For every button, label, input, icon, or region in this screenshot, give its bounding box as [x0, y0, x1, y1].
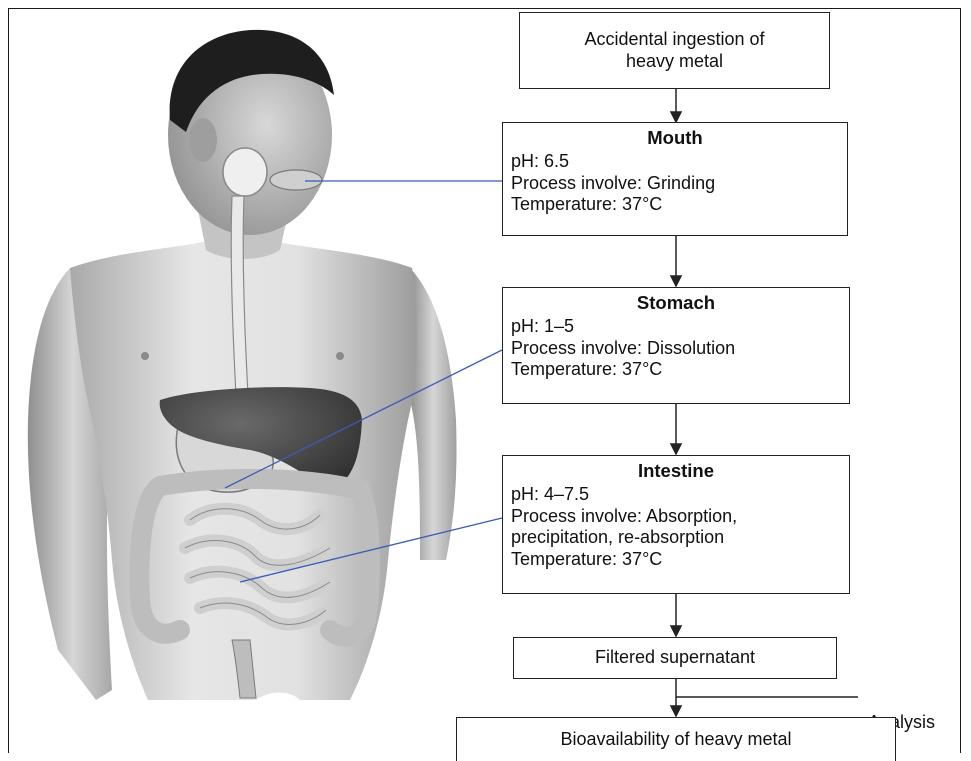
stomach-title: Stomach [511, 292, 841, 315]
nipple-right [336, 352, 344, 360]
arrow-head-3 [671, 444, 681, 454]
salivary-gland [223, 148, 267, 196]
bioavailability-label: Bioavailability of heavy metal [560, 729, 791, 751]
mouth-temperature: Temperature: 37°C [511, 194, 839, 216]
bioavailability-box: Bioavailability of heavy metal [456, 717, 896, 761]
mouth-box: Mouth pH: 6.5 Process involve: Grinding … [502, 122, 848, 236]
filtered-supernatant-box: Filtered supernatant [513, 637, 837, 679]
arrow-head-1 [671, 112, 681, 122]
nipple-left [141, 352, 149, 360]
intestine-ph: pH: 4–7.5 [511, 484, 841, 506]
intestine-process-line-2: precipitation, re-absorption [511, 527, 841, 549]
stomach-process: Process involve: Dissolution [511, 338, 841, 360]
arrow-head-5 [671, 706, 681, 716]
stomach-temperature: Temperature: 37°C [511, 359, 841, 381]
ear [189, 118, 217, 162]
human-torso-illustration [28, 30, 457, 700]
intestine-temperature: Temperature: 37°C [511, 549, 841, 571]
arrow-head-2 [671, 276, 681, 286]
stomach-ph: pH: 1–5 [511, 316, 841, 338]
mouth-cavity [270, 170, 322, 190]
mouth-ph: pH: 6.5 [511, 151, 839, 173]
start-line-2: heavy metal [626, 51, 723, 73]
intestine-box: Intestine pH: 4–7.5 Process involve: Abs… [502, 455, 850, 594]
start-line-1: Accidental ingestion of [584, 29, 764, 51]
intestine-title: Intestine [511, 460, 841, 483]
right-arm [410, 268, 457, 560]
mouth-title: Mouth [511, 127, 839, 150]
stomach-box: Stomach pH: 1–5 Process involve: Dissolu… [502, 287, 850, 404]
start-box: Accidental ingestion of heavy metal [519, 12, 830, 89]
filtered-supernatant-label: Filtered supernatant [595, 647, 755, 669]
arrow-head-4 [671, 626, 681, 636]
mouth-process: Process involve: Grinding [511, 173, 839, 195]
intestine-process-line-1: Process involve: Absorption, [511, 506, 841, 528]
